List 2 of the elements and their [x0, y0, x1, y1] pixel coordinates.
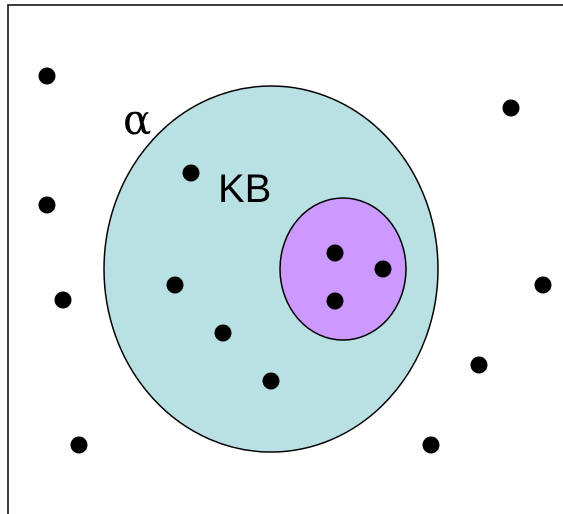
- set-label: α: [123, 99, 152, 141]
- set-label: KB: [218, 169, 272, 209]
